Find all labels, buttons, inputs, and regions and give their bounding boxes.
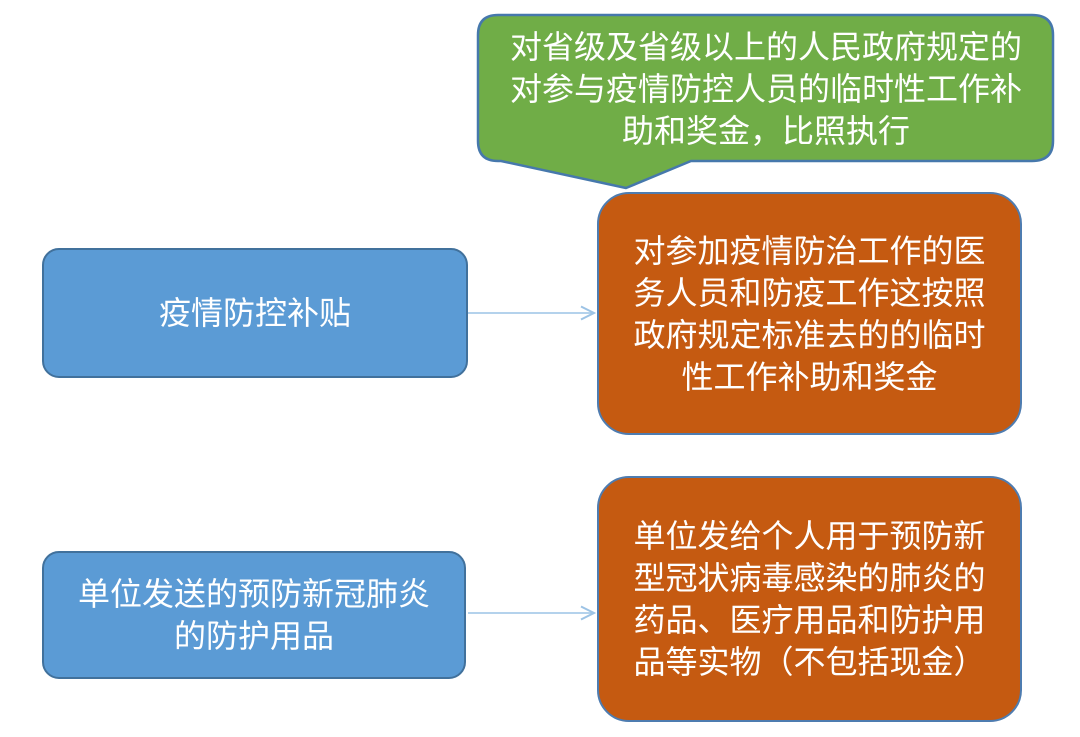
subsidy-target-line: 政府规定标准去的的临时 [633, 316, 986, 353]
supplies-target-line: 药品、医疗用品和防护用 [633, 602, 986, 638]
subsidy-source-box: 疫情防控补贴 [42, 248, 468, 378]
supplies-source-line: 单位发送的预防新冠肺炎 [77, 576, 430, 612]
speech-callout-text: 对省级及省级以上的人民政府规定的 对参与疫情防控人员的临时性工作补 助和奖金，比… [478, 15, 1054, 163]
speech-callout-outline [476, 13, 1055, 190]
supplies-source-box: 单位发送的预防新冠肺炎 的防护用品 [42, 551, 466, 679]
subsidy-target-line: 性工作补助和奖金 [681, 358, 938, 395]
speech-callout-path [478, 15, 1053, 188]
supplies-source-line: 的防护用品 [173, 618, 334, 654]
speech-callout-shape [476, 13, 1055, 190]
subsidy-source-label: 疫情防控补贴 [158, 295, 351, 331]
subsidy-target-line: 对参加疫情防治工作的医 [633, 232, 986, 269]
arrow-head-icon [580, 305, 597, 321]
supplies-target-line: 型冠状病毒感染的肺炎的 [633, 560, 986, 596]
arrow-head-icon [580, 605, 597, 621]
callout-line: 助和奖金，比照执行 [621, 113, 910, 149]
callout-line: 对参与疫情防控人员的临时性工作补 [509, 71, 1022, 107]
subsidy-target-box: 对参加疫情防治工作的医 务人员和防疫工作这按照 政府规定标准去的的临时 性工作补… [597, 192, 1022, 435]
right-arrow-connector-supplies [468, 605, 597, 621]
supplies-target-line: 单位发给个人用于预防新 [633, 518, 986, 554]
callout-line: 对省级及省级以上的人民政府规定的 [509, 29, 1022, 65]
supplies-target-line: 品等实物（不包括现金） [633, 644, 986, 680]
right-arrow-connector-subsidy [468, 305, 597, 321]
subsidy-target-line: 务人员和防疫工作这按照 [633, 274, 986, 311]
supplies-target-box: 单位发给个人用于预防新 型冠状病毒感染的肺炎的 药品、医疗用品和防护用 品等实物… [597, 476, 1022, 722]
